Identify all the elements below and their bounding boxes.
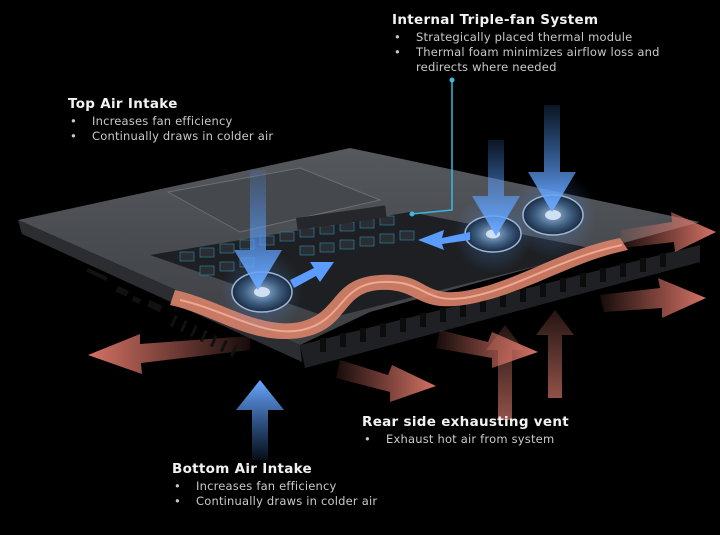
hot-air-arrow-icon <box>88 334 250 374</box>
hot-air-arrow-icon <box>620 212 716 252</box>
fan-icon <box>509 171 597 259</box>
callout-bullet: Exhaust hot air from system <box>362 432 569 447</box>
internal-fan-system-callout: Internal Triple-fan System Strategically… <box>392 12 712 75</box>
callout-bullet: Thermal foam minimizes airflow loss and … <box>392 45 712 75</box>
leader-line <box>411 80 453 215</box>
cool-air-arrow-icon <box>290 262 334 288</box>
top-air-intake-callout: Top Air Intake Increases fan efficiency … <box>68 96 273 144</box>
cool-air-arrow-icon <box>236 380 284 460</box>
callout-title: Rear side exhausting vent <box>362 414 570 430</box>
hot-air-arrow-icon <box>336 360 436 402</box>
hot-air-arrow-icon <box>436 330 538 368</box>
cool-air-arrow-icon <box>528 105 576 212</box>
callout-title: Bottom Air Intake <box>172 461 313 477</box>
callout-bullet: Continually draws in colder air <box>172 494 377 509</box>
callout-title: Top Air Intake <box>68 96 178 112</box>
callout-bullet: Strategically placed thermal module <box>392 30 712 45</box>
callout-bullet: Increases fan efficiency <box>172 479 377 494</box>
callout-bullet: Increases fan efficiency <box>68 114 273 129</box>
rear-exhaust-callout: Rear side exhausting vent Exhaust hot ai… <box>362 414 569 447</box>
callout-bullet: Continually draws in colder air <box>68 129 273 144</box>
cool-air-arrow-icon <box>234 170 282 290</box>
cool-air-arrow-icon <box>472 140 520 236</box>
hot-air-arrow-icon <box>536 310 574 398</box>
callout-title: Internal Triple-fan System <box>392 12 599 28</box>
fan-icon <box>220 250 304 334</box>
hot-air-arrow-icon <box>600 278 706 318</box>
cool-air-arrow-icon <box>418 230 470 250</box>
bottom-air-intake-callout: Bottom Air Intake Increases fan efficien… <box>172 461 377 509</box>
